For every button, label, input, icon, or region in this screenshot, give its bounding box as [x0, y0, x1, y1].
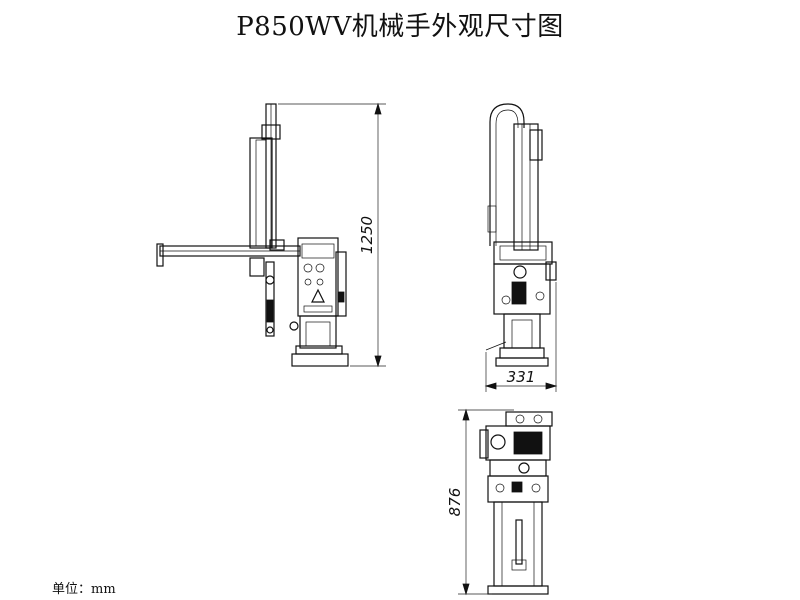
dimension-height: 1250 — [278, 102, 386, 368]
height-dimension-label: 1250 — [358, 216, 376, 254]
front-view — [156, 103, 349, 367]
dimension-depth: 876 — [446, 408, 514, 596]
side-view — [485, 103, 557, 367]
width-dimension-label: 331 — [507, 368, 536, 386]
dimension-width: 331 — [484, 282, 558, 392]
top-view — [479, 411, 553, 595]
page-title: P850WV机械手外观尺寸图 — [236, 12, 564, 42]
depth-dimension-label: 876 — [446, 488, 464, 517]
unit-label: 单位：mm — [52, 582, 116, 597]
